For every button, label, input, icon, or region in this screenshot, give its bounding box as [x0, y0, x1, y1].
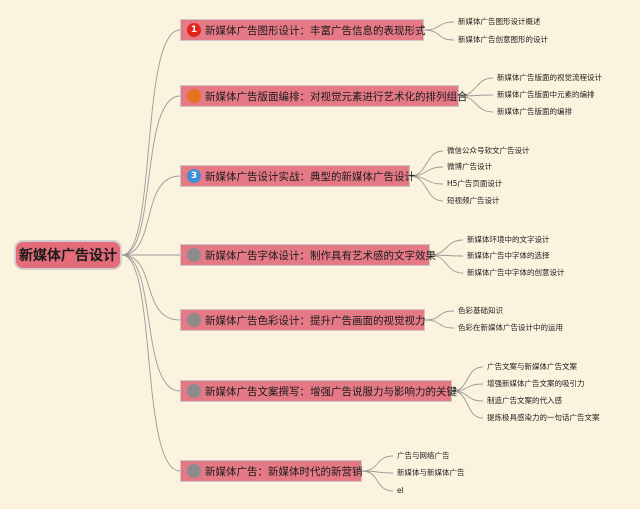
leaf-node[interactable]: H5广告页面设计 — [447, 179, 503, 188]
leaf-node[interactable]: 短视频广告设计 — [447, 196, 500, 205]
branch-leaf-line-7-1 — [361, 455, 394, 472]
leaf-node[interactable]: 提炼极具感染力的一句话广告文案 — [487, 413, 600, 422]
leaf-node[interactable]: 色彩在新媒体广告设计中的运用 — [458, 323, 563, 332]
leaf-node[interactable]: 制造广告文案的代入感 — [487, 396, 562, 405]
branch-leaf-line-1-2 — [423, 29, 455, 41]
branch-leaf-line-1-1 — [423, 21, 455, 31]
leaf-node[interactable]: 新媒体广告版面中元素的编排 — [497, 90, 595, 99]
branch-leaf-line-6-4 — [451, 390, 484, 419]
branch-leaf-line-5-1 — [424, 310, 455, 321]
leaf-node[interactable]: el — [397, 486, 404, 495]
branch-leaf-line-5-2 — [424, 319, 455, 329]
leaf-node[interactable]: 微博广告设计 — [447, 162, 492, 171]
leaf-node[interactable]: 新媒体广告图形设计概述 — [458, 17, 541, 26]
root-branch-line-7 — [121, 254, 181, 472]
root-branch-line-6 — [121, 254, 181, 392]
branch-leaf-line-3-2 — [409, 166, 444, 177]
branch-label: 新媒体广告图形设计：丰富广告信息的表现形式 — [205, 24, 426, 37]
branch-node-4[interactable]: 新媒体广告字体设计：制作具有艺术感的文字效果 — [180, 244, 436, 266]
branch-label: 新媒体广告文案撰写：增强广告说服力与影响力的关键 — [205, 385, 457, 398]
branch-leaf-line-2-1 — [458, 77, 494, 97]
priority-badge-icon: 1 — [187, 23, 201, 37]
branch-node-2[interactable]: 新媒体广告版面编排：对视觉元素进行艺术化的排列组合 — [180, 85, 468, 107]
branch-node-1[interactable]: 1 新媒体广告图形设计：丰富广告信息的表现形式 — [180, 19, 426, 41]
branch-node-5[interactable]: 新媒体广告色彩设计：提升广告画面的视觉视力 — [180, 309, 426, 331]
leaf-node[interactable]: 新媒体与新媒体广告 — [397, 468, 465, 477]
root-branch-line-3 — [121, 175, 181, 256]
priority-badge-icon: 3 — [187, 169, 201, 183]
branch-leaf-line-7-3 — [361, 470, 394, 492]
branch-node-7[interactable]: 新媒体广告：新媒体时代的新营销 — [180, 460, 363, 482]
branch-leaf-line-6-1 — [451, 366, 484, 392]
branch-leaf-line-3-4 — [409, 175, 444, 202]
priority-badge-icon — [187, 248, 201, 262]
branch-label: 新媒体广告：新媒体时代的新营销 — [205, 465, 363, 478]
root-label: 新媒体广告设计 — [19, 248, 117, 264]
branch-leaf-line-4-1 — [429, 239, 464, 256]
root-node[interactable]: 新媒体广告设计 — [14, 240, 122, 270]
root-branch-line-1 — [121, 29, 181, 256]
branch-node-6[interactable]: 新媒体广告文案撰写：增强广告说服力与影响力的关键 — [180, 380, 457, 402]
leaf-node[interactable]: 新媒体广告创意图形的设计 — [458, 35, 548, 44]
branch-leaf-line-4-3 — [429, 254, 464, 274]
branch-label: 新媒体广告版面编排：对视觉元素进行艺术化的排列组合 — [205, 90, 468, 103]
branch-node-3[interactable]: 3 新媒体广告设计实战：典型的新媒体广告设计 — [180, 165, 415, 187]
priority-badge-icon — [187, 464, 201, 478]
priority-badge-icon — [187, 313, 201, 327]
root-branch-line-5 — [121, 254, 181, 321]
branch-leaf-line-2-3 — [458, 95, 494, 113]
branch-label: 新媒体广告色彩设计：提升广告画面的视觉视力 — [205, 314, 426, 327]
leaf-node[interactable]: 新媒体广告版面的视觉流程设计 — [497, 73, 602, 82]
branch-label: 新媒体广告设计实战：典型的新媒体广告设计 — [205, 170, 415, 183]
leaf-node[interactable]: 色彩基础知识 — [458, 306, 503, 315]
branch-leaf-line-3-1 — [409, 150, 444, 177]
leaf-node[interactable]: 广告与网络广告 — [397, 451, 450, 460]
leaf-node[interactable]: 增强新媒体广告文案的吸引力 — [487, 379, 585, 388]
priority-badge-icon — [187, 384, 201, 398]
root-branch-line-2 — [121, 95, 181, 256]
branch-label: 新媒体广告字体设计：制作具有艺术感的文字效果 — [205, 249, 436, 262]
leaf-node[interactable]: 微信公众号软文广告设计 — [447, 146, 530, 155]
leaf-node[interactable]: 新媒体广告中字体的选择 — [467, 251, 550, 260]
leaf-node[interactable]: 新媒体广告版面的编排 — [497, 107, 572, 116]
leaf-node[interactable]: 广告文案与新媒体广告文案 — [487, 362, 577, 371]
priority-badge-icon — [187, 89, 201, 103]
leaf-node[interactable]: 新媒体环境中的文字设计 — [467, 235, 550, 244]
leaf-node[interactable]: 新媒体广告中字体的创意设计 — [467, 268, 565, 277]
